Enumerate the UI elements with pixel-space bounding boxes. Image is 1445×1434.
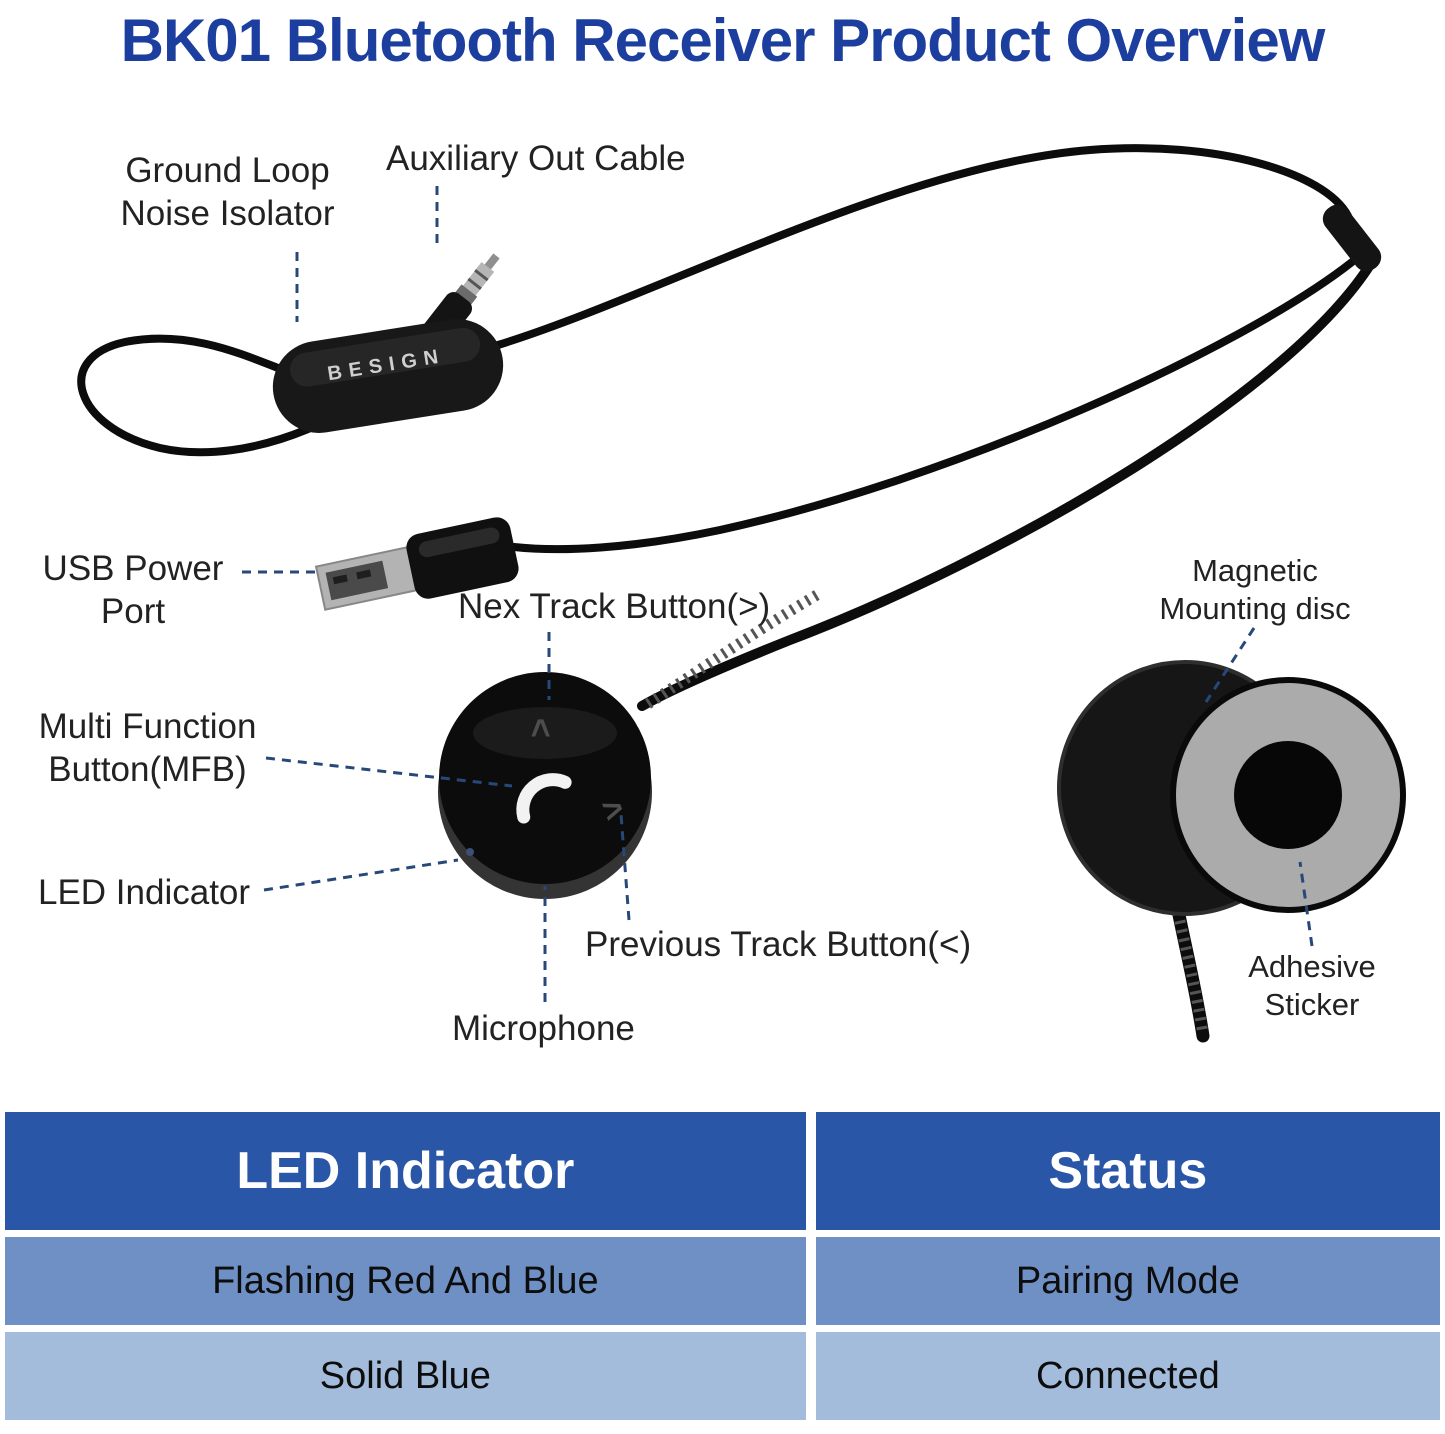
- label-led-indicator: LED Indicator: [38, 873, 251, 912]
- label-previous-track-button: Previous Track Button(<): [585, 925, 972, 964]
- puck-branch-cable: [637, 263, 1373, 711]
- table-header-led-indicator: LED Indicator: [5, 1112, 806, 1230]
- receiver-puck: > >: [438, 672, 652, 899]
- adhesive-sticker-face: [1170, 677, 1406, 913]
- phone-icon: [516, 773, 572, 824]
- usb-branch-cable: [510, 258, 1356, 554]
- label-multi-function-button: Multi Function Button(MFB): [38, 707, 257, 789]
- device-illustration: BESIGN > >: [77, 144, 1406, 1043]
- page-title: BK01 Bluetooth Receiver Product Overview: [120, 7, 1326, 74]
- usb-plug: [314, 517, 519, 611]
- led-indicator-dot: [466, 848, 474, 856]
- label-microphone: Microphone: [452, 1009, 635, 1048]
- label-next-track-button: Nex Track Button(>): [458, 587, 771, 626]
- label-adhesive-sticker: Adhesive Sticker: [1248, 949, 1376, 1022]
- aux-long-cable: [494, 144, 1352, 349]
- leader-lines: [242, 186, 1314, 1002]
- label-ground-loop-noise-isolator: Ground Loop Noise Isolator: [120, 151, 335, 233]
- braid-texture-disc: [1172, 910, 1209, 1035]
- braid-texture-puck: [644, 587, 825, 709]
- label-auxiliary-out-cable: Auxiliary Out Cable: [386, 139, 686, 178]
- leader-led: [263, 858, 459, 892]
- magnetic-disc: [1057, 660, 1406, 916]
- inline-connector: [1322, 204, 1382, 272]
- table-cell-led-row1: Flashing Red And Blue: [5, 1237, 806, 1325]
- label-magnetic-mounting-disc: Magnetic Mounting disc: [1159, 553, 1351, 626]
- ground-loop-isolator: BESIGN: [272, 319, 504, 433]
- table-cell-led-row2: Solid Blue: [5, 1332, 806, 1420]
- table-cell-status-row2: Connected: [815, 1332, 1440, 1420]
- leader-adhesive-sticker: [1298, 861, 1314, 947]
- table-header-status: Status: [815, 1112, 1440, 1230]
- disc-cable: [1171, 903, 1210, 1043]
- label-usb-power-port: USB Power Port: [42, 549, 224, 631]
- table-cell-status-row1: Pairing Mode: [815, 1237, 1440, 1325]
- led-status-table: LED Indicator Status Flashing Red And Bl…: [5, 1112, 1440, 1420]
- leader-prev-track: [619, 813, 631, 921]
- next-track-chevron: >: [522, 718, 560, 738]
